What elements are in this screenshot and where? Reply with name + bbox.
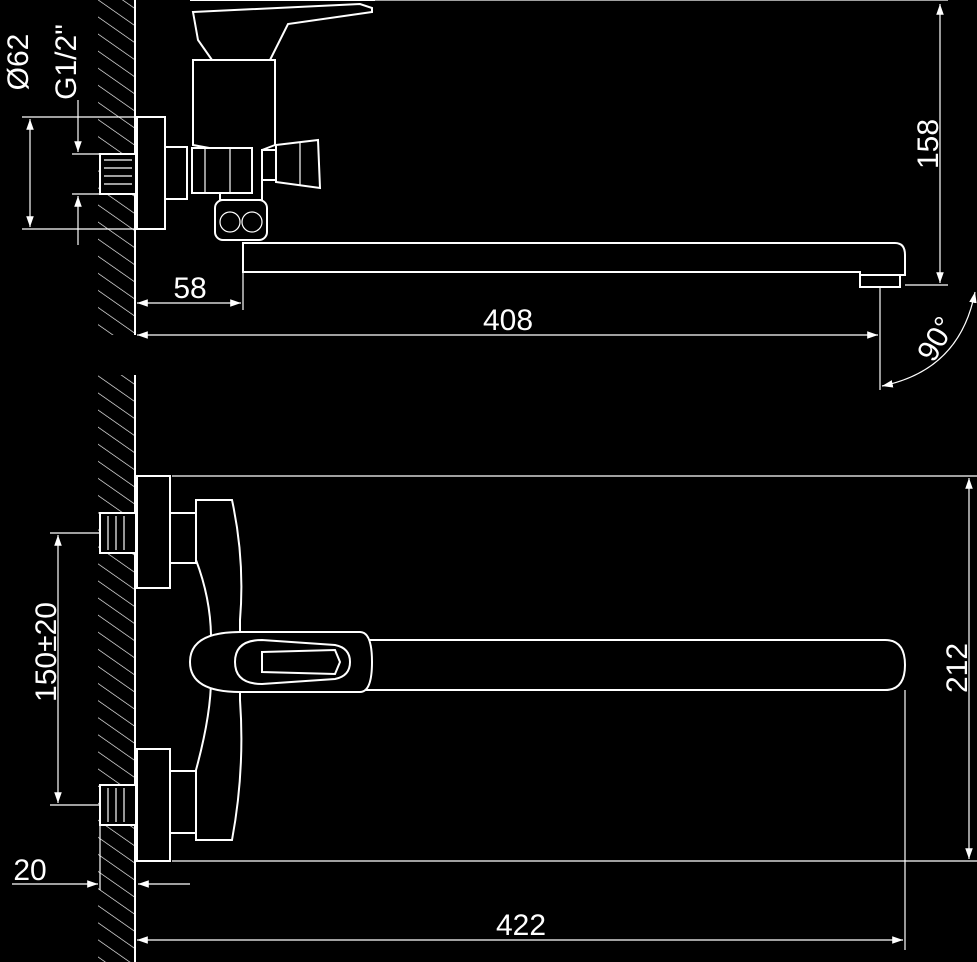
dim-total-length: 422: [496, 909, 546, 942]
front-view: 212 150±20 20 422: [12, 375, 977, 962]
dim-wall-gap: 20: [13, 854, 46, 887]
connector-nut-top: [169, 512, 197, 564]
eccentric-connector-side: [164, 146, 188, 200]
dim-spout-length: 408: [483, 304, 533, 337]
wall-hatch-bottom: [98, 375, 135, 962]
inlet-thread-top: [99, 512, 137, 554]
aerator-side: [859, 274, 901, 288]
escutcheon-top: [136, 475, 171, 589]
dim-pipe-diameter: Ø62: [2, 34, 35, 91]
spout-side: [242, 242, 906, 276]
dim-wall-offset: 58: [173, 272, 206, 305]
inlet-thread-bottom: [99, 784, 137, 826]
diverter-stem: [261, 149, 277, 181]
dim-thread: G1/2": [50, 24, 83, 100]
spout-swivel-nut: [214, 199, 268, 241]
lever-handle-side: [191, 2, 373, 61]
spout-front: [289, 639, 907, 691]
diverter-knob-side: [275, 138, 322, 190]
dim-height-side: 158: [912, 119, 945, 169]
cartridge-nut: [191, 147, 253, 194]
side-view: 158 Ø62 G1/2" 58 408 90°: [2, 0, 977, 390]
connector-nut-bottom: [169, 770, 197, 834]
escutcheon-side: [136, 116, 166, 230]
dim-swivel-angle: 90°: [911, 311, 962, 367]
inlet-thread-side: [99, 153, 137, 195]
dim-inlet-spacing: 150±20: [30, 602, 63, 702]
escutcheon-bottom: [136, 748, 171, 862]
dim-height-front: 212: [941, 643, 974, 693]
dim-arc-angle: [881, 291, 977, 388]
lever-grip: [261, 648, 342, 676]
